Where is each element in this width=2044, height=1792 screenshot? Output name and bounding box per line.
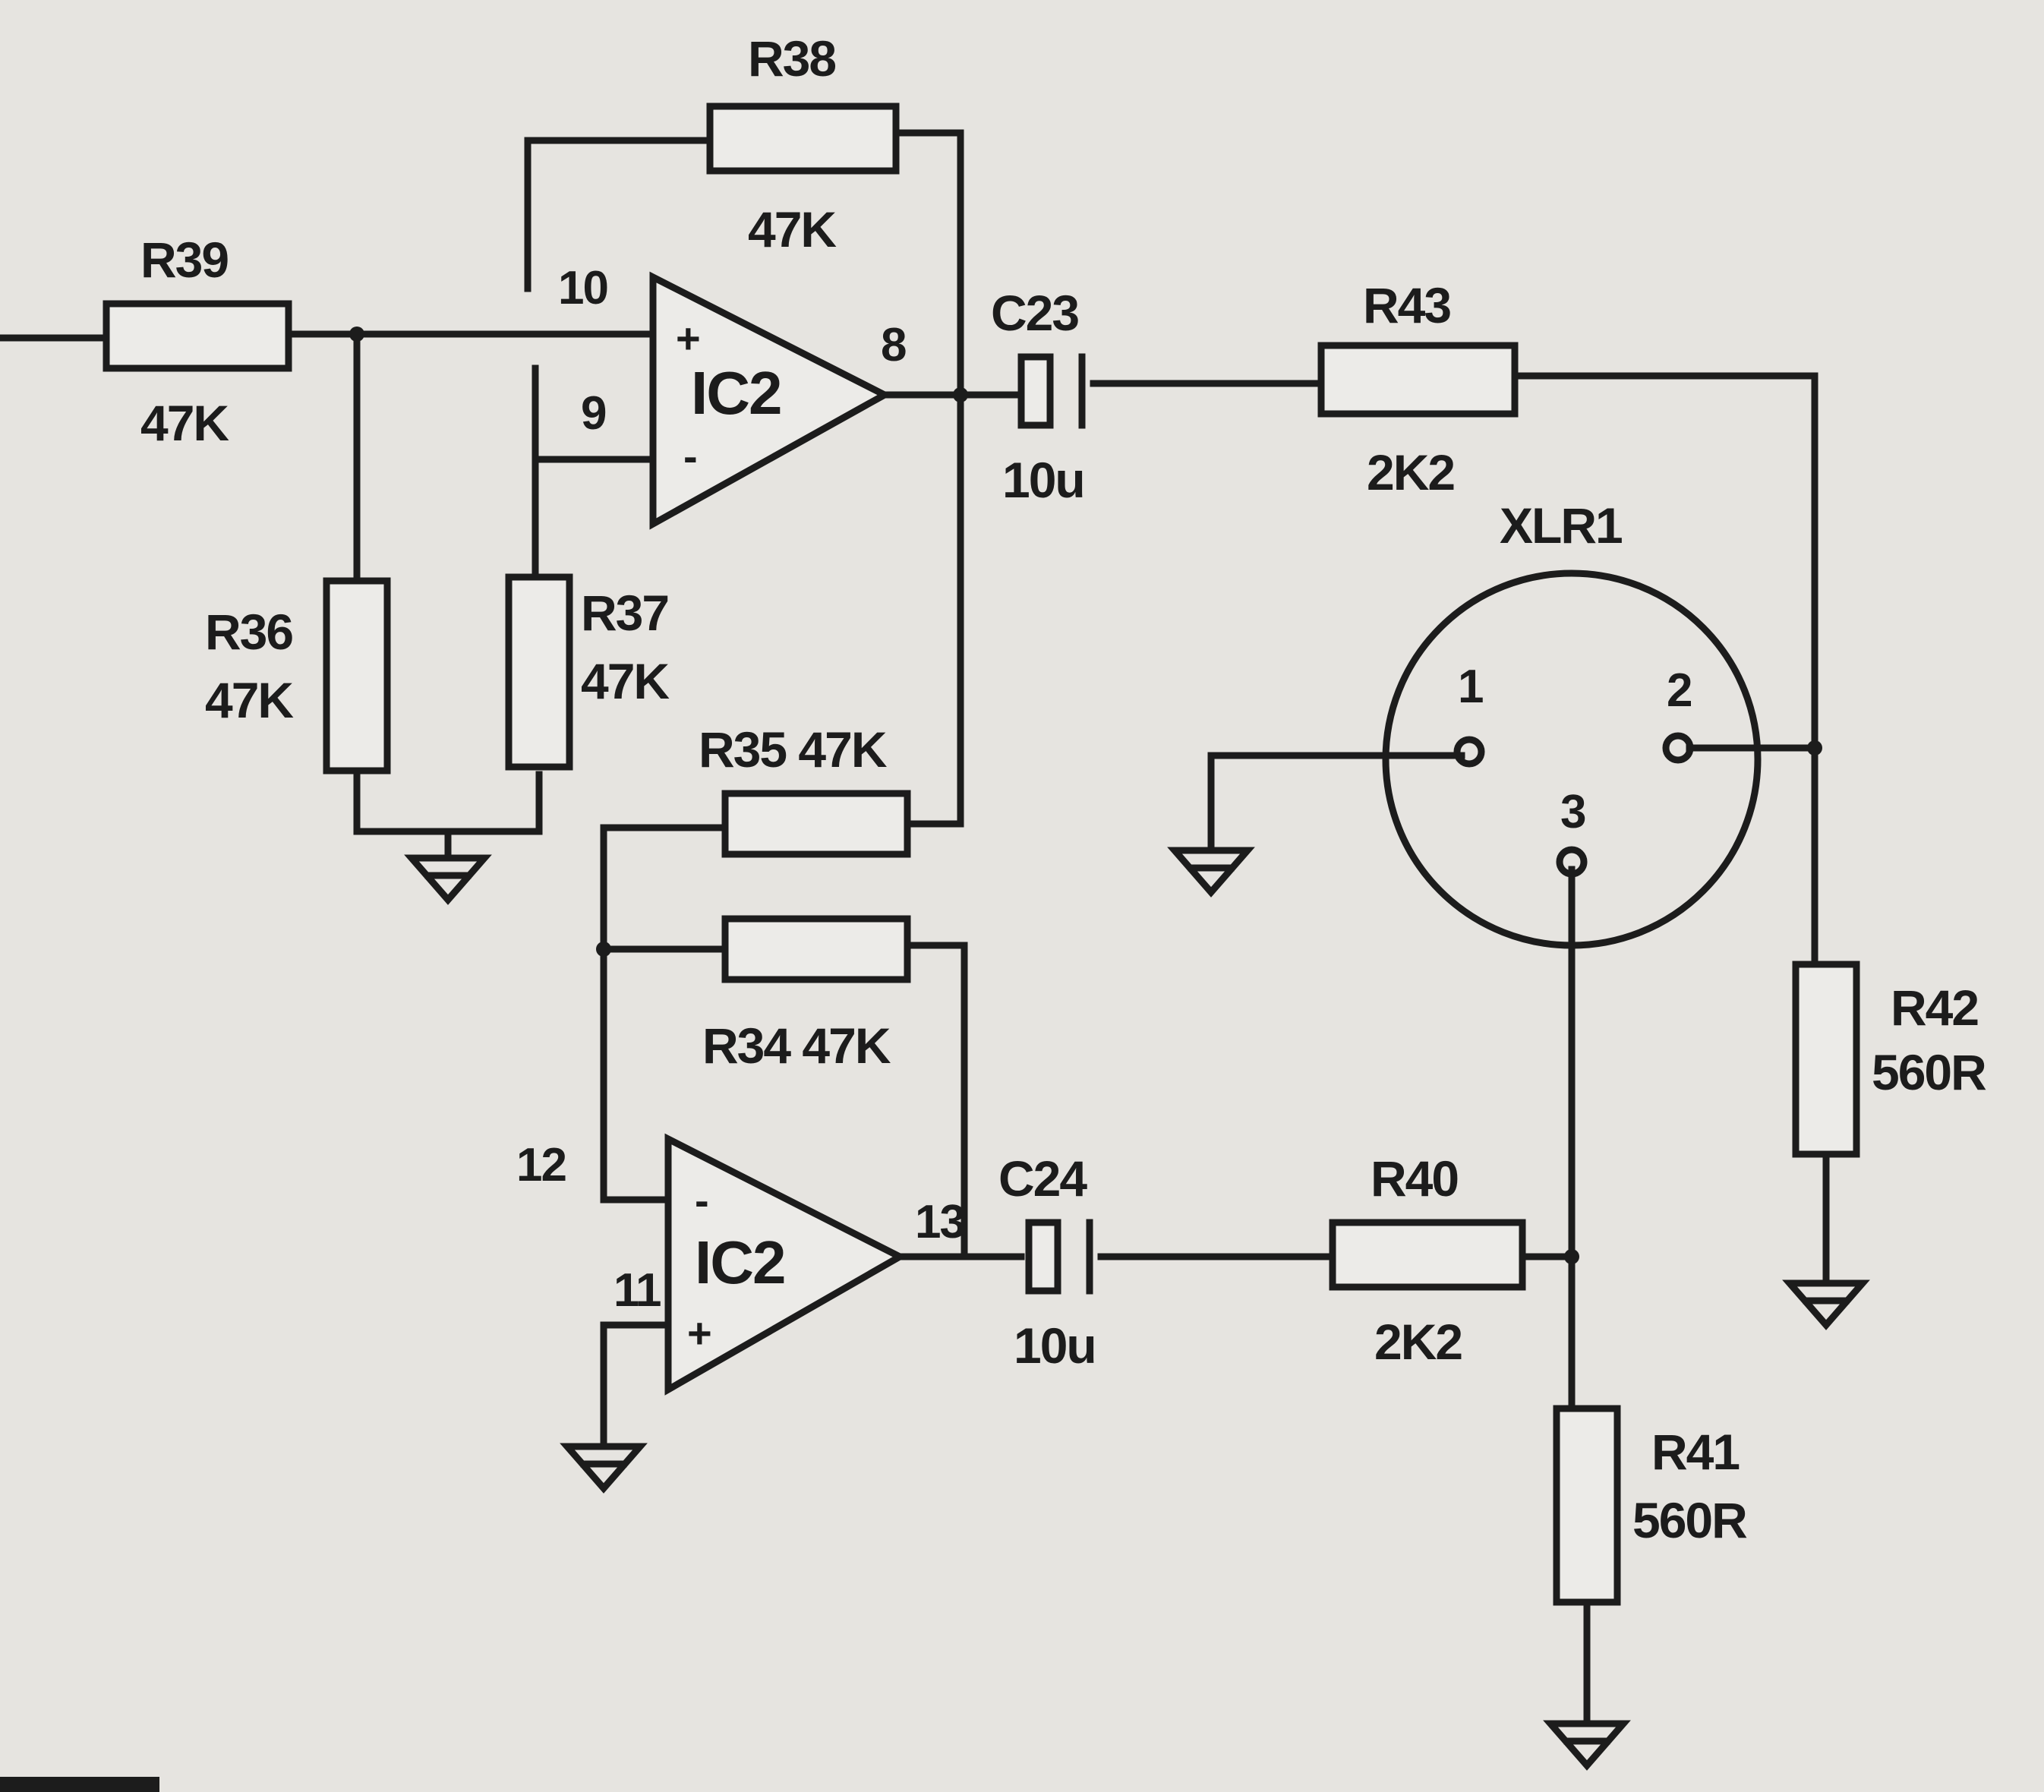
capacitor-c24	[1025, 1219, 1093, 1295]
r42-ref: R42	[1891, 980, 1978, 1036]
pin-12: 12	[516, 1139, 566, 1191]
ic2-top-label: IC2	[691, 359, 781, 427]
resistor-r39	[103, 300, 292, 372]
resistor-r42	[1792, 961, 1860, 1158]
pin-9: 9	[581, 387, 606, 440]
xlr-pin-2-label: 2	[1667, 664, 1691, 717]
r40-value: 2K2	[1374, 1314, 1462, 1370]
ground-symbol	[1790, 1257, 1863, 1325]
pin-11: 11	[614, 1264, 661, 1317]
r39-value: 47K	[140, 395, 229, 451]
xlr-pin-3	[1556, 846, 1588, 878]
r37-ref: R37	[581, 585, 668, 641]
ground-symbol	[412, 831, 484, 900]
r36-value: 47K	[205, 672, 294, 728]
bottom-plus-sign: +	[687, 1309, 711, 1357]
top-minus-sign: -	[683, 432, 696, 480]
resistor-r38	[706, 103, 900, 175]
ground-symbol	[1175, 824, 1248, 892]
opamp-ic2-bottom	[664, 1133, 907, 1396]
r38-value: 47K	[748, 201, 837, 257]
opamp-ic2-top	[649, 271, 892, 530]
r42-value: 560R	[1872, 1044, 1986, 1100]
xlr1-ref: XLR1	[1500, 497, 1622, 554]
ic2-bottom-label: IC2	[695, 1229, 785, 1296]
r36-ref: R36	[205, 604, 292, 660]
bottom-minus-sign: -	[695, 1176, 708, 1224]
capacitor-c23	[1014, 353, 1086, 429]
labels: R38 47K R39 47K R36 47K R37 47K R35 47K …	[140, 30, 1988, 1548]
edge-mark	[0, 1777, 159, 1792]
ground-symbol	[1550, 1697, 1623, 1765]
c24-ref: C24	[998, 1150, 1087, 1207]
wires	[0, 129, 1830, 1727]
top-plus-sign: +	[676, 314, 699, 362]
resistor-r35	[721, 790, 911, 858]
resistor-r43	[1317, 342, 1519, 418]
r39-ref: R39	[140, 232, 228, 288]
junctions	[349, 327, 1822, 1264]
r34-label: R34 47K	[702, 1017, 891, 1074]
xlr-pin-1-label: 1	[1458, 661, 1483, 713]
resistor-r37	[505, 573, 573, 771]
r38-ref: R38	[748, 30, 835, 87]
xlr-pin-3-label: 3	[1560, 786, 1585, 838]
pin-10: 10	[558, 262, 607, 314]
xlr-pin-2	[1662, 732, 1694, 764]
ground-symbol	[567, 1420, 640, 1488]
xlr-pin-1	[1453, 736, 1485, 768]
c23-value: 10u	[1002, 452, 1084, 508]
resistor-r41	[1553, 1405, 1621, 1606]
r43-ref: R43	[1363, 277, 1450, 333]
c23-ref: C23	[991, 285, 1078, 341]
resistor-r34	[721, 915, 911, 983]
r41-ref: R41	[1651, 1424, 1739, 1480]
c24-value: 10u	[1014, 1317, 1096, 1374]
r37-value: 47K	[581, 653, 670, 709]
r40-ref: R40	[1371, 1150, 1458, 1207]
xlr1-connector	[1382, 569, 1762, 949]
pin-13: 13	[915, 1196, 964, 1248]
r35-label: R35 47K	[699, 721, 888, 778]
r41-value: 560R	[1632, 1492, 1747, 1548]
resistor-r36	[323, 577, 391, 775]
pin-8: 8	[881, 319, 906, 371]
resistor-r40	[1329, 1219, 1526, 1291]
r43-value: 2K2	[1367, 444, 1454, 500]
